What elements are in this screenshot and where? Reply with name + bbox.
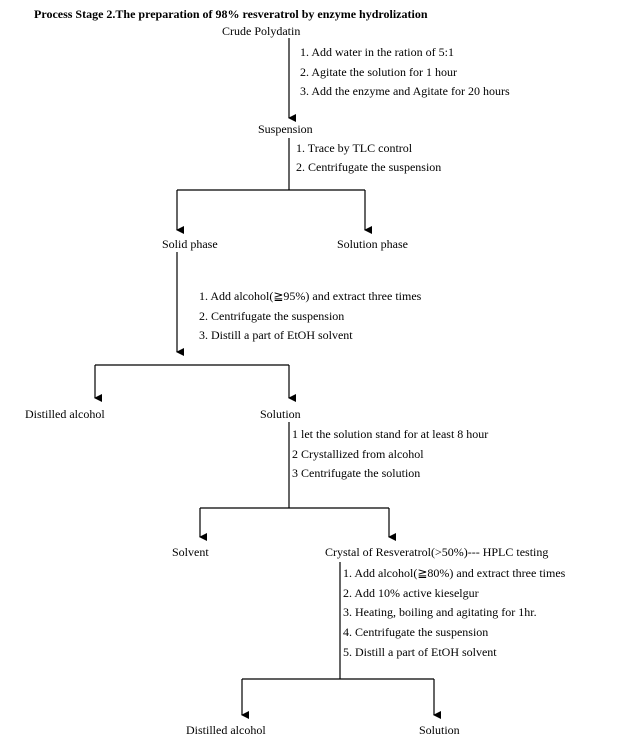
step-5-5: 5. Distill a part of EtOH solvent — [343, 645, 497, 659]
diagram-title: Process Stage 2.The preparation of 98% r… — [34, 7, 428, 21]
step-4-2: 2 Crystallized from alcohol — [292, 447, 424, 461]
step-5-3: 3. Heating, boiling and agitating for 1h… — [343, 605, 537, 619]
node-solution-phase: Solution phase — [337, 237, 408, 251]
node-solid-phase: Solid phase — [162, 237, 218, 251]
step-1-3: 3. Add the enzyme and Agitate for 20 hou… — [300, 84, 510, 98]
step-4-3: 3 Centrifugate the solution — [292, 466, 421, 480]
step-1-2: 2. Agitate the solution for 1 hour — [300, 65, 457, 79]
node-crude-polydatin: Crude Polydatin — [222, 24, 301, 38]
node-distilled-alcohol-2: Distilled alcohol — [186, 723, 266, 737]
node-crystal-resveratrol: Crystal of Resveratrol(>50%)--- HPLC tes… — [325, 545, 549, 559]
step-5-2: 2. Add 10% active kieselgur — [343, 586, 479, 600]
step-4-1: 1 let the solution stand for at least 8 … — [292, 427, 489, 441]
node-distilled-alcohol-1: Distilled alcohol — [25, 407, 105, 421]
step-5-4: 4. Centrifugate the suspension — [343, 625, 489, 639]
node-solvent: Solvent — [172, 545, 209, 559]
node-solution-1: Solution — [260, 407, 301, 421]
step-3-2: 2. Centrifugate the suspension — [199, 309, 345, 323]
step-3-1: 1. Add alcohol(≧95%) and extract three t… — [199, 289, 422, 303]
step-1-1: 1. Add water in the ration of 5:1 — [300, 45, 454, 59]
node-solution-2: Solution — [419, 723, 460, 737]
node-suspension: Suspension — [258, 122, 313, 136]
step-5-1: 1. Add alcohol(≧80%) and extract three t… — [343, 566, 566, 580]
step-2-2: 2. Centrifugate the suspension — [296, 160, 442, 174]
step-3-3: 3. Distill a part of EtOH solvent — [199, 328, 353, 342]
step-2-1: 1. Trace by TLC control — [296, 141, 413, 155]
